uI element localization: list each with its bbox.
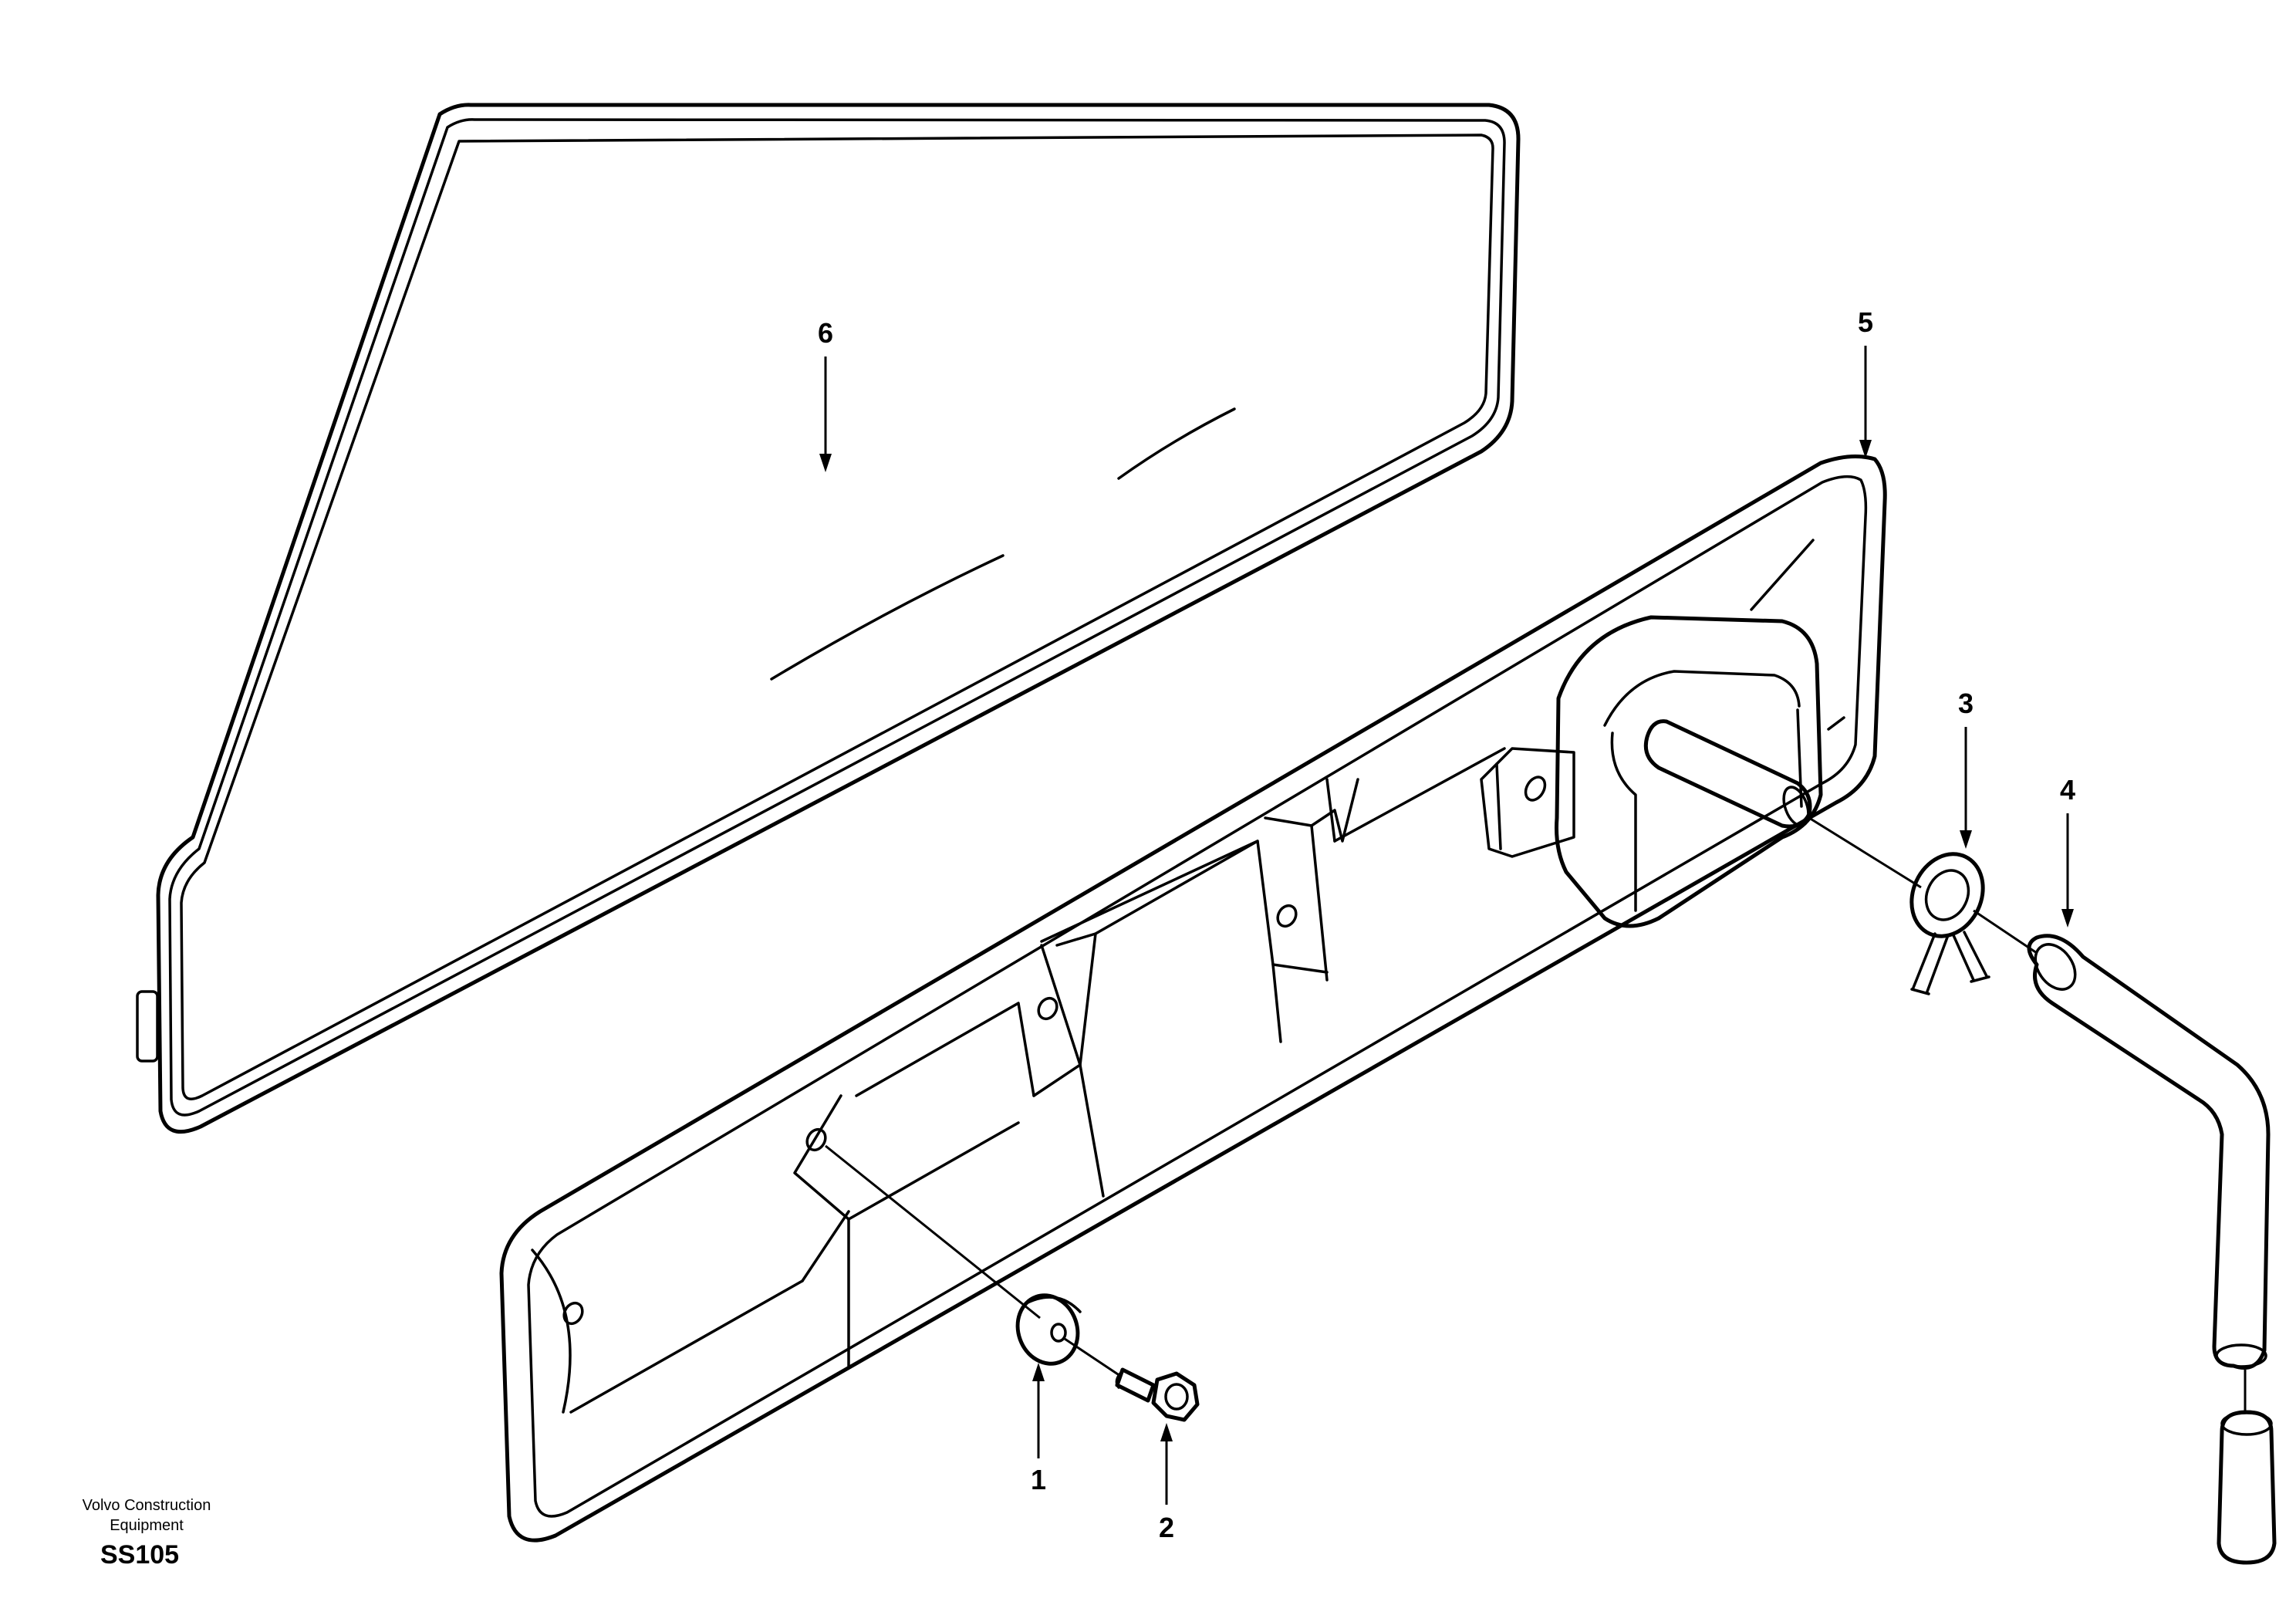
company-name: Volvo Construction Equipment — [46, 1495, 247, 1536]
callout-2: 2 — [1159, 1512, 1174, 1543]
callout-5: 5 — [1858, 306, 1873, 338]
rocker-cover-part-5 — [499, 454, 1887, 1543]
assembly-lines — [825, 816, 2247, 1411]
callout-1: 1 — [1031, 1464, 1046, 1495]
company-name-line2: Equipment — [110, 1517, 184, 1534]
flange-bolt-part-2 — [1115, 1367, 1200, 1422]
callout-4: 4 — [2060, 774, 2075, 806]
hose-clamp-part-3 — [1909, 852, 1990, 995]
breather-hose-part-4 — [2027, 934, 2277, 1565]
callout-3: 3 — [1958, 688, 1974, 719]
callout-6: 6 — [818, 317, 833, 349]
company-name-line1: Volvo Construction — [82, 1497, 211, 1514]
diagram-code: SS105 — [100, 1540, 180, 1570]
rubber-seal-part-1 — [1015, 1293, 1082, 1366]
gasket-part-6 — [136, 103, 1521, 1134]
callout-leaders — [819, 346, 2074, 1505]
